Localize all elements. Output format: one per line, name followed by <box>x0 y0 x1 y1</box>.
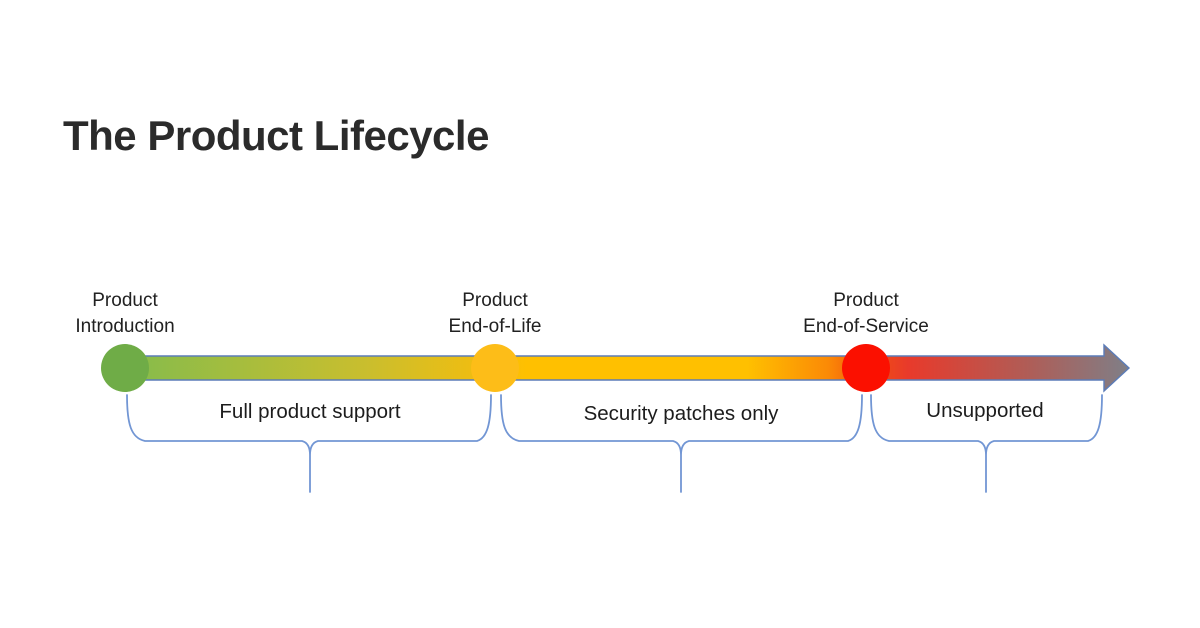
milestone-dot-product-end-of-life <box>471 344 519 392</box>
milestone-label-end-of-life-line2: End-of-Life <box>449 316 542 337</box>
milestone-dot-product-introduction <box>101 344 149 392</box>
milestone-label-introduction-line2: Introduction <box>75 316 174 337</box>
timeline-arrow <box>124 343 1131 393</box>
milestone-label-end-of-life-line1: Product <box>462 290 528 311</box>
milestone-label-end-of-service-line1: Product <box>833 290 899 311</box>
phase-label-security-patches-only: Security patches only <box>584 402 780 425</box>
phase-brace-full-product-support <box>126 394 492 493</box>
phase-brace-security-patches-only <box>500 394 863 493</box>
page-title: The Product Lifecycle <box>63 112 489 159</box>
phase-label-unsupported: Unsupported <box>926 399 1043 422</box>
milestone-dot-product-end-of-service <box>842 344 890 392</box>
milestone-label-introduction-line1: Product <box>92 290 158 311</box>
phase-label-full-product-support: Full product support <box>219 400 400 423</box>
milestone-label-end-of-service-line2: End-of-Service <box>803 316 929 337</box>
phase-brace-unsupported <box>870 394 1103 493</box>
